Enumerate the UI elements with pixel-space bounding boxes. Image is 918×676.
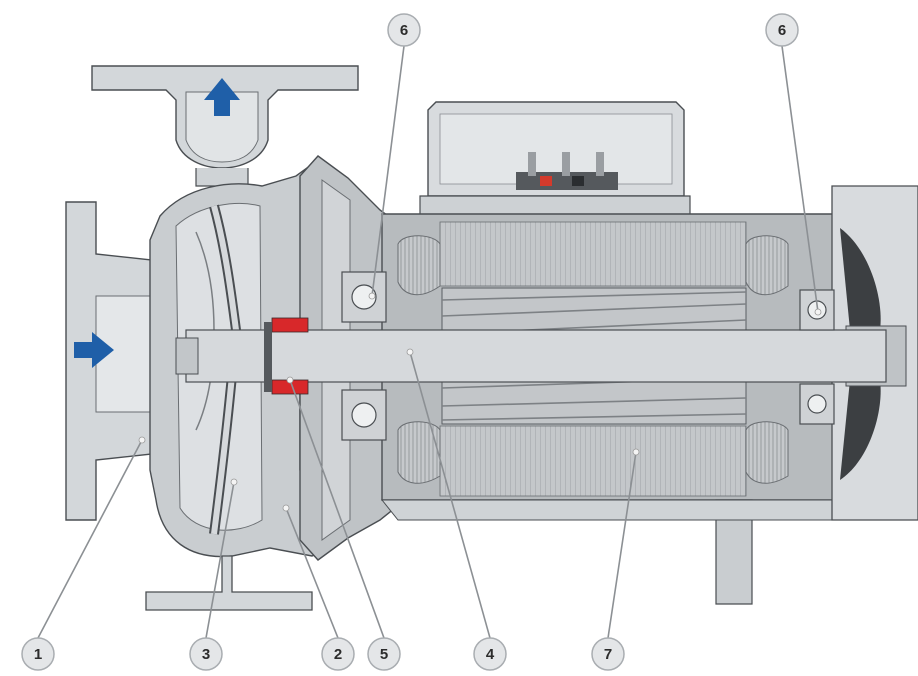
callout-label: 5 bbox=[380, 646, 388, 663]
callout-label: 7 bbox=[604, 646, 612, 663]
callout-6-drive-end: 6 bbox=[387, 13, 421, 47]
mechanical-seal bbox=[264, 317, 309, 395]
callout-label: 6 bbox=[778, 22, 786, 39]
shaft bbox=[175, 329, 887, 383]
callout-1: 1 bbox=[21, 637, 55, 671]
callout-label: 3 bbox=[202, 646, 210, 663]
flow-arrow-right-icon bbox=[74, 332, 114, 368]
callout-label: 1 bbox=[34, 646, 42, 663]
bearing-non-drive-end bbox=[799, 289, 835, 425]
terminal-box bbox=[419, 101, 691, 217]
callout-label: 6 bbox=[400, 22, 408, 39]
callout-4: 4 bbox=[473, 637, 507, 671]
callout-label: 2 bbox=[334, 646, 342, 663]
flow-arrow-up-icon bbox=[204, 78, 240, 116]
bearing-drive-end bbox=[341, 271, 387, 441]
terminal-block bbox=[516, 152, 618, 190]
leader-lines bbox=[37, 45, 819, 639]
callout-5: 5 bbox=[367, 637, 401, 671]
leader-anchor-dots bbox=[138, 292, 822, 512]
motor-housing bbox=[380, 213, 841, 605]
callout-6-fan-end: 6 bbox=[765, 13, 799, 47]
callout-7: 7 bbox=[591, 637, 625, 671]
callout-2: 2 bbox=[321, 637, 355, 671]
callout-label: 4 bbox=[486, 646, 495, 663]
callout-3: 3 bbox=[189, 637, 223, 671]
discharge-nozzle bbox=[91, 65, 359, 187]
